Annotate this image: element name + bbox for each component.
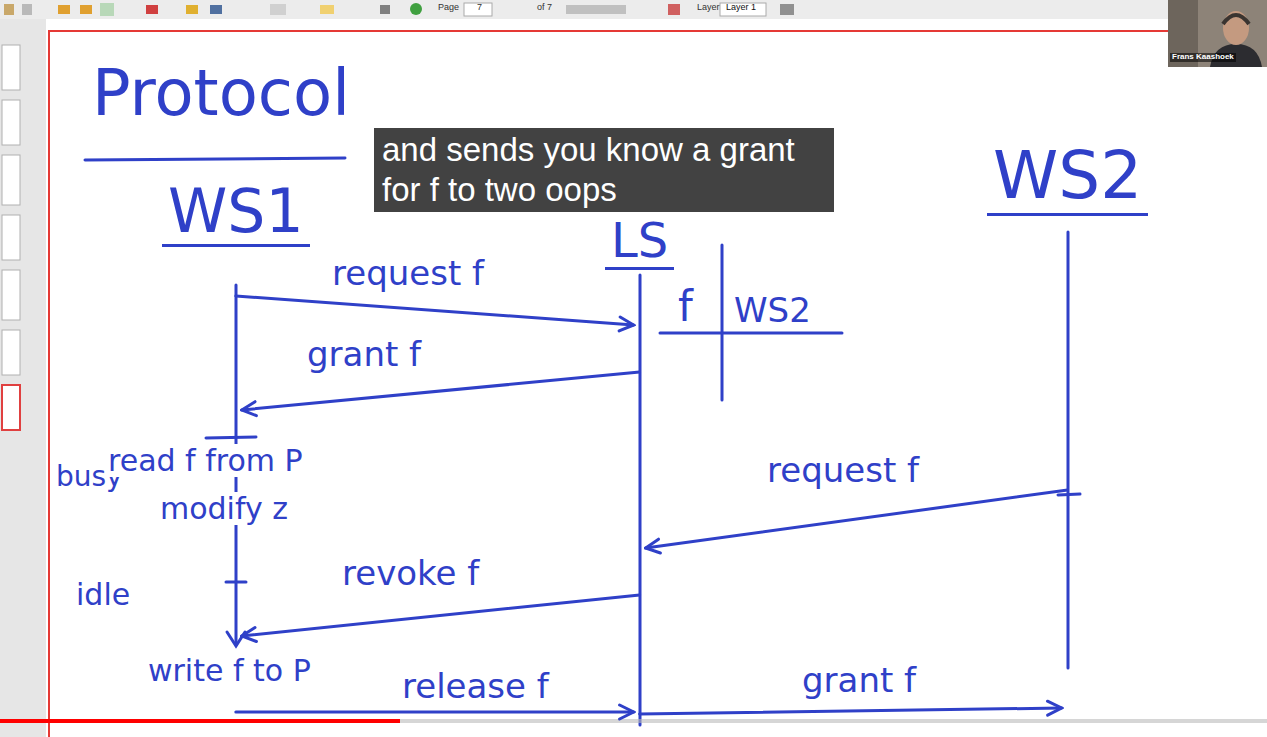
table-cell: f: [676, 284, 695, 330]
message-label: request f: [330, 255, 486, 292]
toolbar-icon: [566, 5, 626, 14]
toolbar: [0, 0, 1267, 19]
page-edge: [49, 30, 1168, 32]
message-label: grant f: [800, 662, 918, 699]
toolbar-icon: [186, 5, 198, 14]
tick-mark: [206, 437, 256, 438]
toolbar-label: Page: [436, 3, 461, 13]
table-cell: WS2: [732, 292, 813, 329]
toolbar-icon: [80, 5, 92, 14]
message-label: request f: [765, 452, 921, 489]
layer-select: [720, 3, 766, 16]
toolbar-icon: [668, 4, 680, 15]
page-thumbnail: [2, 330, 20, 375]
action-note: read f from P: [106, 444, 305, 477]
message-arrow: [646, 490, 1068, 548]
page-thumbnail: [2, 270, 20, 320]
lifeline-arrow: [227, 632, 245, 646]
page-input: [464, 3, 492, 16]
message-arrow: [242, 372, 640, 410]
lifeline: [639, 275, 642, 725]
toolbar-icon: [380, 5, 390, 14]
state-note: idle: [74, 578, 132, 611]
toolbar-label: Layer: [695, 3, 722, 13]
table-line: [660, 332, 842, 335]
webcam-person: [1223, 11, 1249, 45]
participant-name: WS1: [168, 178, 304, 244]
message-arrow: [236, 711, 634, 714]
toolbar-icon: [146, 5, 158, 14]
participant-head: LS: [605, 214, 674, 270]
page-thumbnail: [2, 215, 20, 260]
webcam-view: [1168, 0, 1267, 67]
page-edge: [48, 30, 50, 737]
message-arrow: [640, 708, 1062, 714]
participant-name: LS: [611, 214, 668, 267]
toolbar-icon: [22, 4, 32, 15]
toolbar-icon: [210, 5, 222, 14]
title-text: Protocol: [92, 58, 350, 128]
message-label: grant f: [305, 336, 423, 373]
message-label: revoke f: [340, 555, 481, 592]
message-label: release f: [400, 668, 551, 705]
tick-mark: [1058, 494, 1080, 495]
participant-head: WS2: [987, 140, 1148, 216]
participant-name: WS2: [993, 140, 1142, 213]
toolbar-icon: [320, 5, 334, 14]
action-note: modify z: [158, 492, 290, 525]
toolbar-label: of 7: [535, 3, 554, 13]
action-note: write f to P: [146, 654, 313, 687]
page-thumbnail: [2, 155, 20, 205]
toolbar-icon: [410, 3, 422, 15]
subtitle-caption: and sends you know a grant for f to two …: [374, 128, 834, 212]
progress-track: [0, 719, 1267, 723]
page-thumbnail: [2, 45, 20, 90]
webcam-person: [1223, 15, 1249, 24]
table-line: [721, 245, 724, 400]
page-thumbnail: [2, 385, 20, 430]
speaker-name: Frans Kaashoek: [1170, 53, 1236, 62]
message-arrow: [242, 595, 640, 636]
tick-mark: [226, 581, 246, 584]
layer-name: Layer 1: [724, 3, 758, 13]
sidebar: [0, 19, 46, 737]
toolbar-icon: [270, 4, 286, 15]
progress-bar: [0, 719, 400, 723]
toolbar-icon: [4, 4, 14, 15]
lifeline: [1067, 232, 1070, 668]
toolbar-icon: [58, 5, 70, 14]
message-arrow: [236, 296, 634, 325]
page-thumbnail: [2, 100, 20, 145]
toolbar-icon: [780, 4, 794, 15]
toolbar-icon: [100, 3, 114, 16]
page-number: 7: [475, 3, 484, 13]
title-underline: [85, 158, 345, 160]
participant-head: WS1: [162, 178, 310, 247]
